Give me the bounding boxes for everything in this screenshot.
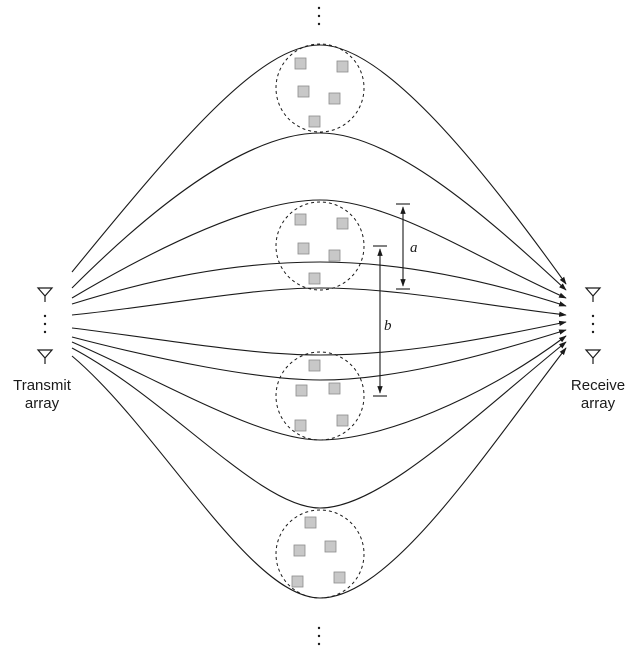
scatterer-cluster (275, 509, 365, 599)
scatterer (304, 516, 317, 529)
dimension-a (396, 203, 410, 290)
signal-path (71, 287, 567, 317)
signal-path (71, 341, 567, 509)
scatterer-cluster (275, 43, 365, 133)
receive-label-line2: array (580, 395, 616, 412)
scatterer (294, 419, 307, 432)
dimension-b-label: b (384, 318, 392, 334)
signal-path (71, 44, 567, 285)
scatterer (297, 242, 310, 255)
transmit-label-line1: Transmit (13, 377, 71, 394)
transmit-ellipsis (43, 314, 47, 334)
signal-path (71, 199, 567, 299)
receive-ellipsis (591, 314, 595, 334)
scatterer (336, 60, 349, 73)
scatterer-cluster (275, 201, 365, 291)
signal-path (71, 329, 567, 381)
receive-antenna-icon (584, 349, 602, 364)
signal-path (71, 335, 567, 441)
scatterer (295, 384, 308, 397)
scatterer (294, 57, 307, 70)
scatterer (336, 414, 349, 427)
scatterer (328, 249, 341, 262)
signal-path (71, 347, 567, 599)
signal-path (71, 320, 567, 356)
scatterer (333, 571, 346, 584)
scatterer (308, 115, 321, 128)
signal-path (71, 132, 567, 291)
scatterer (328, 92, 341, 105)
scatterer (308, 272, 321, 285)
ellipsis-top (317, 6, 321, 26)
scatterer (324, 540, 337, 553)
receive-label-line1: Receive (570, 377, 626, 394)
signal-path (71, 261, 567, 307)
scatterer (297, 85, 310, 98)
transmit-label-line2: array (24, 395, 60, 412)
scatterer (336, 217, 349, 230)
dimension-b (373, 245, 387, 397)
scatterer (293, 544, 306, 557)
scatterer (308, 359, 321, 372)
scatterer (328, 382, 341, 395)
transmit-antenna-icon (36, 287, 54, 302)
receive-antenna-icon (584, 287, 602, 302)
ellipsis-bottom (317, 626, 321, 646)
transmit-antenna-icon (36, 349, 54, 364)
transmit-array-label: Transmit array (6, 377, 78, 413)
scatterer (291, 575, 304, 588)
scatterer (294, 213, 307, 226)
scatterer-cluster (275, 351, 365, 441)
receive-array-label: Receive array (562, 377, 634, 413)
dimension-a-label: a (410, 240, 418, 256)
